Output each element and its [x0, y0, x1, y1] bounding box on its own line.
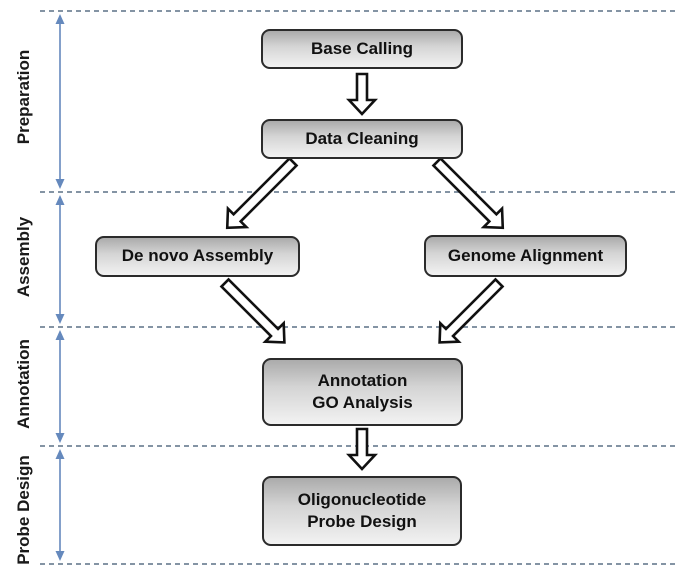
arrow-datacleaning-to-denovo-icon [225, 156, 299, 230]
arrow-basecalling-to-datacleaning-icon [346, 72, 378, 116]
section-span-arrows [55, 14, 65, 561]
arrow-datacleaning-to-genomealignment-icon [431, 156, 505, 230]
node-base-calling: Base Calling [261, 29, 463, 69]
span-arrow-preparation [55, 14, 65, 189]
node-data-cleaning: Data Cleaning [261, 119, 463, 159]
node-genome-alignment: Genome Alignment [424, 235, 627, 277]
arrow-annotation-to-probedesign-icon [346, 427, 378, 471]
span-arrow-assembly [55, 195, 65, 324]
node-annotation-go-analysis: Annotation GO Analysis [262, 358, 463, 426]
span-arrow-annotation [55, 330, 65, 443]
arrow-genomealignment-to-annotation-icon [438, 277, 505, 344]
node-oligonucleotide-probe-design: Oligonucleotide Probe Design [262, 476, 462, 546]
node-de-novo-assembly: De novo Assembly [95, 236, 300, 277]
arrow-denovo-to-annotation-icon [219, 277, 286, 344]
span-arrow-probe-design [55, 449, 65, 561]
section-label-probe-design: Probe Design [14, 455, 33, 565]
section-label-preparation: Preparation [14, 49, 33, 145]
